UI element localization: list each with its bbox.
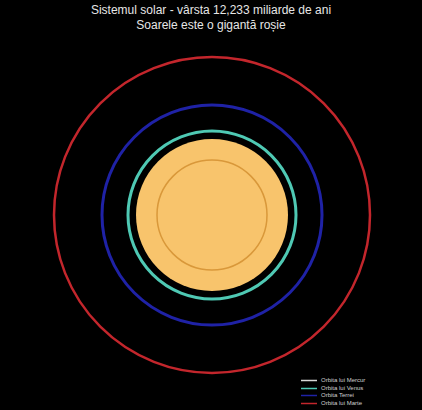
legend-text: Orbita lui Venus bbox=[321, 385, 363, 392]
mercury-orbit bbox=[157, 160, 267, 270]
legend-text: Orbita lui Marte bbox=[321, 400, 362, 407]
legend-line bbox=[301, 402, 317, 404]
legend-sample bbox=[300, 400, 318, 407]
legend-row: Orbita lui Venus bbox=[300, 385, 363, 392]
legend-text: Orbita Terrei bbox=[321, 392, 354, 399]
legend-line bbox=[301, 395, 317, 397]
legend-text: Orbita lui Mercur bbox=[321, 377, 365, 384]
legend-sample bbox=[300, 385, 318, 392]
mars-orbit bbox=[54, 57, 370, 373]
legend-row: Orbita lui Mercur bbox=[300, 377, 365, 384]
legend-line bbox=[301, 387, 317, 389]
legend-row: Orbita Terrei bbox=[300, 392, 354, 399]
red-giant-sun bbox=[136, 139, 288, 291]
legend-sample bbox=[300, 392, 318, 399]
subtitle: Soarele este o gigantă roșie bbox=[0, 18, 422, 32]
venus-orbit bbox=[128, 131, 296, 299]
legend-row: Orbita lui Marte bbox=[300, 400, 362, 407]
earth-orbit bbox=[102, 105, 322, 325]
legend-line bbox=[301, 380, 317, 382]
title: Sistemul solar - vârsta 12,233 miliarde … bbox=[0, 3, 422, 17]
legend-sample bbox=[300, 377, 318, 384]
